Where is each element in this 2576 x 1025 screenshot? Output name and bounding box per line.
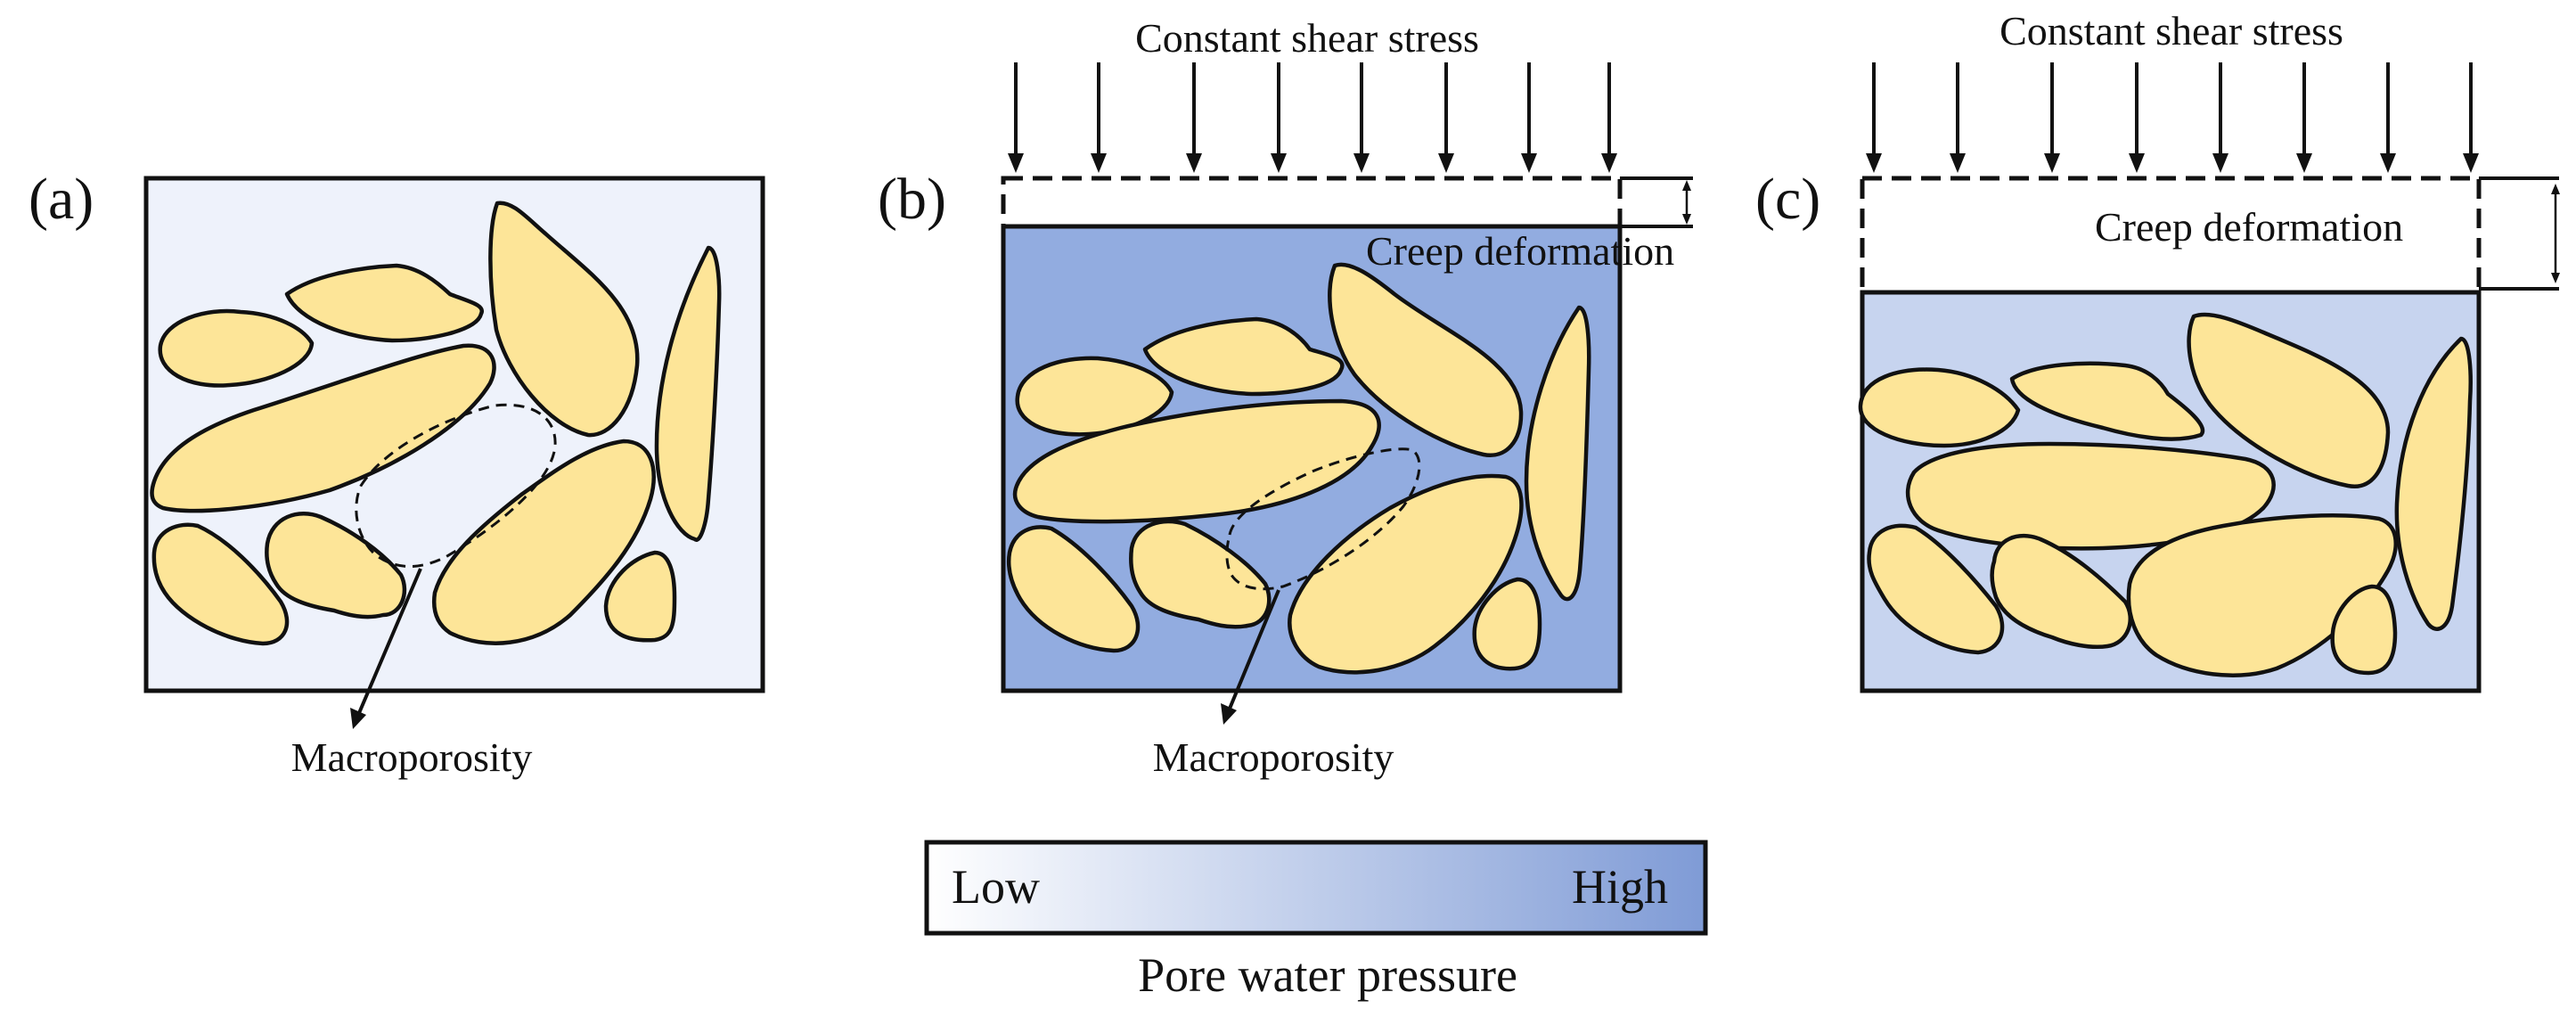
macropore-outline [355,403,557,568]
macroporosity-arrowhead [350,708,366,729]
panel-a: (a) Macroporosity [29,167,765,780]
grain [654,245,722,542]
macroporosity-pointer [1228,589,1280,709]
grain [1905,441,2276,551]
panel-b-grains [1006,262,1591,675]
macroporosity-pointer [357,568,422,714]
grain [1867,523,2005,655]
macroporosity-arrowhead [1221,703,1237,725]
grain [2330,584,2398,676]
grain [150,343,496,513]
panel-b-stress-label: Constant shear stress [1135,15,1479,61]
panel-b-label: (b) [878,167,946,232]
grain [151,522,290,646]
panel-a-grains [150,201,722,646]
legend-low-label: Low [952,860,1040,914]
panel-a-macroporosity-label: Macroporosity [291,734,533,780]
grain [2394,336,2473,631]
legend-high-label: High [1572,860,1668,914]
grain [1524,305,1591,602]
grain [432,439,656,645]
panel-c-stress-label: Constant shear stress [1999,8,2343,53]
grain [265,512,407,619]
grain [603,550,677,643]
grain [1015,356,1174,437]
panel-c-stress-arrows [1866,62,2479,173]
grain [158,308,315,388]
panel-b: Constant shear stress (b) Creep deformat… [878,15,1693,780]
panel-b-original-outline [1001,176,1623,229]
panel-c-grains [1858,312,2473,677]
grain [1328,262,1524,458]
grain [1142,316,1345,397]
grain [1012,398,1381,524]
grain [2126,513,2398,677]
grain [284,263,484,343]
grain [2187,312,2391,488]
macropore-outline [1225,447,1421,591]
panel-b-deformation-label: Creep deformation [1366,228,1674,274]
grain [488,201,640,438]
grain [1990,533,2132,650]
grain [1129,519,1272,629]
legend-title: Pore water pressure [1138,948,1517,1002]
panel-c-label: (c) [1755,167,1820,232]
grain [1472,577,1542,671]
legend-gradient-bar [924,840,1708,936]
panel-a-label: (a) [29,167,94,232]
panel-b-macroporosity-label: Macroporosity [1153,734,1394,780]
panel-c-original-outline [1860,176,2482,295]
panel-c: Constant shear stress (c) Creep deformat… [1755,8,2560,693]
grain [1288,473,1524,675]
grain [2009,361,2205,441]
grain [1858,367,2021,448]
panel-c-deformation-label: Creep deformation [2095,204,2403,250]
pore-pressure-legend: Low High Pore water pressure [924,840,1708,1002]
grain [1006,525,1141,653]
panel-b-stress-arrows [1008,62,1617,173]
